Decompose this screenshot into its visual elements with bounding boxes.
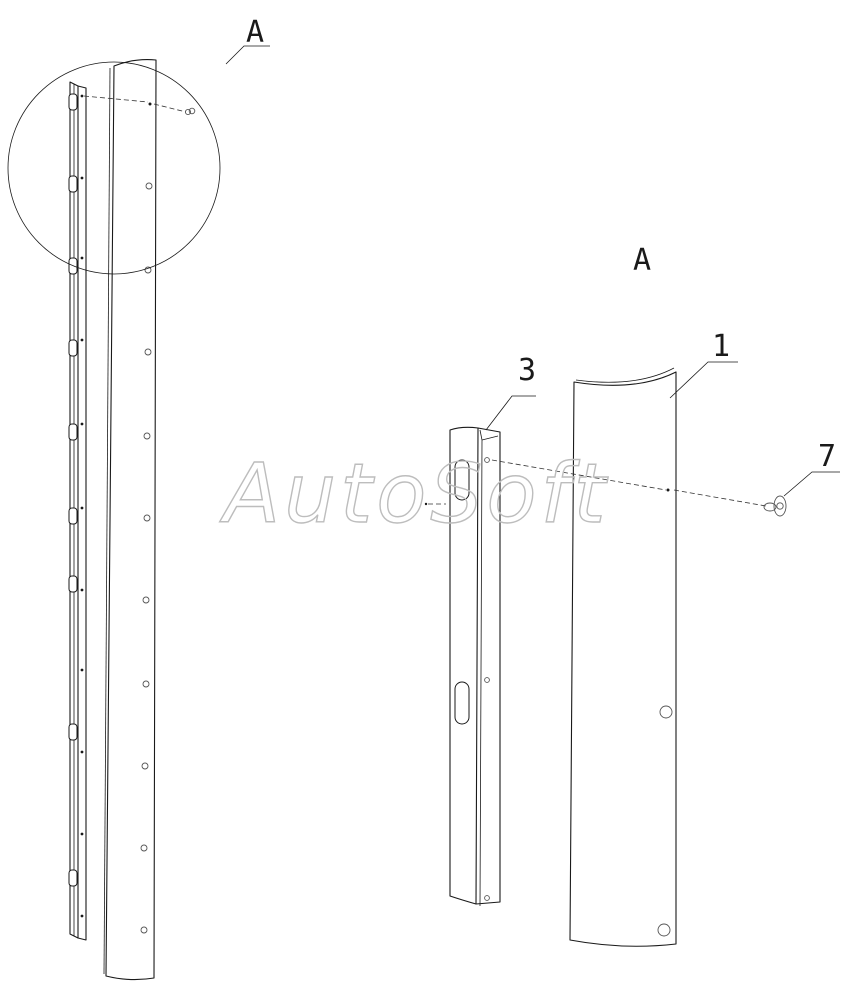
left-fastener (83, 95, 196, 116)
part-7-rivet (673, 489, 787, 517)
part-1-panel (569, 367, 677, 947)
part-7-label: 7 (818, 439, 836, 474)
part-3-leader (485, 395, 536, 431)
detail-callout-label: A (246, 15, 264, 50)
part-3-channel (449, 426, 501, 907)
part-3-holes (424, 457, 490, 901)
left-panel-holes (140, 102, 153, 934)
part-1-holes (657, 488, 673, 937)
detail-title-label: A (633, 243, 651, 278)
left-strip-holes (80, 94, 84, 918)
left-panel (103, 59, 157, 981)
part-3-slots (454, 459, 470, 725)
alignment-line-part-3-to-1 (491, 459, 667, 491)
part-1-leader (669, 361, 738, 399)
left-strip-slots (68, 93, 78, 887)
part-3-label: 3 (518, 353, 536, 388)
detail-callout-circle (7, 45, 270, 275)
part-1-label: 1 (712, 329, 730, 364)
watermark-text: AutoSoft (219, 447, 610, 542)
part-7-leader (783, 471, 840, 497)
